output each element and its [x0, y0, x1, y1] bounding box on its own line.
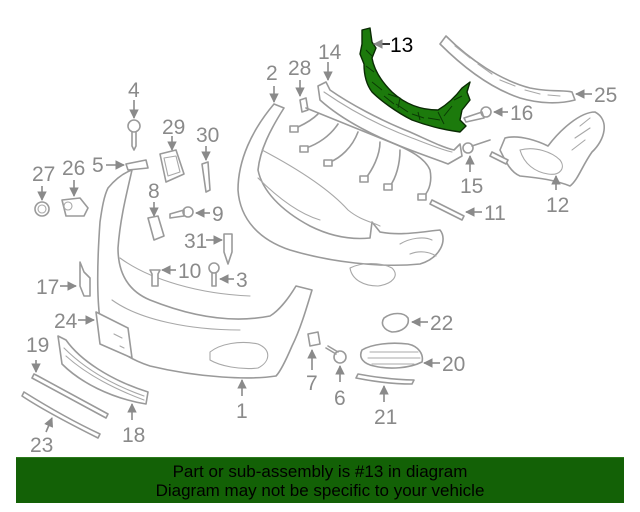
- callout-11[interactable]: 11: [465, 202, 506, 225]
- part-7-clip-nut[interactable]: [307, 331, 321, 347]
- part-15-rivet[interactable]: [462, 139, 491, 154]
- callout-7[interactable]: 7: [306, 349, 318, 395]
- callout-27[interactable]: 27: [32, 163, 55, 201]
- callout-label: 14: [318, 41, 342, 64]
- callout-29[interactable]: 29: [162, 116, 185, 151]
- part-26-sensor[interactable]: [61, 197, 89, 217]
- callout-label: 10: [178, 260, 201, 283]
- part-28-wiring-harness[interactable]: [289, 97, 432, 201]
- callout-label: 15: [460, 175, 483, 198]
- callout-label: 28: [288, 57, 311, 80]
- banner-line-part-number: Part or sub-assembly is #13 in diagram: [172, 461, 468, 481]
- callout-label: 1: [236, 400, 248, 423]
- part-16-bolt[interactable]: [463, 106, 492, 123]
- callout-25[interactable]: 25: [575, 84, 617, 107]
- callout-2[interactable]: 2: [266, 62, 279, 103]
- parts-diagram: 1 2 3 4 5 6 7 8 9 10 11 12: [21, 27, 617, 456]
- callout-label: 21: [374, 406, 397, 429]
- part-31-sensor[interactable]: [223, 233, 233, 265]
- part-23-lower-trim[interactable]: [21, 391, 101, 439]
- part-19-trim-strip[interactable]: [31, 373, 109, 419]
- callout-label: 30: [196, 124, 219, 147]
- part-25-upper-bracket[interactable]: [439, 35, 576, 104]
- callout-label: 8: [148, 180, 160, 203]
- callout-label: 17: [36, 276, 59, 299]
- callout-label: 19: [26, 334, 49, 357]
- callout-label: 31: [184, 230, 207, 253]
- callout-label: 25: [594, 84, 617, 107]
- part-13-highlighted-bracket[interactable]: [359, 27, 471, 133]
- callout-label: 7: [306, 372, 318, 395]
- part-21-trim[interactable]: [355, 373, 415, 385]
- callout-20[interactable]: 20: [423, 353, 465, 376]
- banner-line-disclaimer: Diagram may not be specific to your vehi…: [155, 480, 485, 500]
- callout-31[interactable]: 31: [184, 230, 223, 253]
- callout-13-highlighted[interactable]: 13: [373, 34, 413, 57]
- callout-9[interactable]: 9: [195, 203, 224, 226]
- callout-label: 11: [484, 202, 506, 225]
- callout-label: 9: [212, 203, 224, 226]
- part-20-fog-grille[interactable]: [359, 342, 424, 369]
- callout-16[interactable]: 16: [493, 102, 533, 125]
- callout-8[interactable]: 8: [148, 180, 160, 217]
- part-2-bumper-cover-upper[interactable]: [237, 103, 444, 266]
- part-3-bolt[interactable]: [208, 262, 220, 287]
- callout-21[interactable]: 21: [374, 385, 397, 429]
- callout-label: 26: [62, 157, 85, 180]
- part-22-cover[interactable]: [381, 312, 410, 333]
- callout-18[interactable]: 18: [122, 403, 145, 447]
- callout-15[interactable]: 15: [460, 155, 483, 198]
- callout-1[interactable]: 1: [236, 379, 248, 423]
- callout-label: 24: [54, 310, 78, 333]
- callout-10[interactable]: 10: [161, 260, 201, 283]
- callout-label: 4: [128, 79, 140, 102]
- callout-4[interactable]: 4: [128, 79, 140, 119]
- part-17-bracket[interactable]: [79, 261, 91, 297]
- callout-3[interactable]: 3: [219, 269, 248, 292]
- part-12-side-bracket[interactable]: [489, 111, 605, 187]
- part-6-screw[interactable]: [325, 345, 347, 364]
- callout-23[interactable]: 23: [30, 417, 53, 456]
- part-29-module[interactable]: [159, 149, 185, 183]
- part-8-clip[interactable]: [147, 215, 165, 241]
- callout-label: 27: [32, 163, 55, 186]
- callout-19[interactable]: 19: [26, 334, 49, 373]
- callout-30[interactable]: 30: [196, 124, 219, 161]
- part-30-bracket-clip[interactable]: [201, 161, 211, 193]
- part-10-plug[interactable]: [149, 269, 161, 287]
- callout-14[interactable]: 14: [318, 41, 342, 81]
- callout-label: 13: [390, 34, 413, 57]
- callout-label: 5: [92, 154, 104, 177]
- callout-12[interactable]: 12: [546, 175, 569, 217]
- callout-17[interactable]: 17: [36, 276, 77, 299]
- callout-28[interactable]: 28: [288, 57, 311, 97]
- callout-label: 3: [236, 269, 248, 292]
- part-24-license-bracket[interactable]: [95, 311, 133, 359]
- callout-label: 16: [510, 102, 533, 125]
- part-info-banner: Part or sub-assembly is #13 in diagram D…: [16, 457, 624, 503]
- callout-label: 29: [162, 116, 185, 139]
- part-27-ring[interactable]: [34, 201, 50, 217]
- callout-label: 23: [30, 434, 53, 456]
- callout-label: 6: [334, 387, 346, 410]
- callout-5[interactable]: 5: [92, 154, 125, 177]
- callout-label: 2: [266, 62, 278, 85]
- callout-22[interactable]: 22: [411, 312, 453, 335]
- callout-24[interactable]: 24: [54, 310, 95, 333]
- part-5-clip-nut[interactable]: [125, 159, 149, 171]
- callout-label: 20: [442, 353, 465, 376]
- callout-label: 18: [122, 424, 145, 447]
- callout-label: 12: [546, 194, 569, 217]
- part-18-grille[interactable]: [57, 335, 149, 405]
- part-4-screw[interactable]: [127, 119, 141, 151]
- callout-label: 22: [430, 312, 453, 335]
- callout-6[interactable]: 6: [334, 365, 346, 410]
- part-9-bolt[interactable]: [169, 206, 194, 219]
- callout-26[interactable]: 26: [62, 157, 85, 197]
- part-11-trim-strip[interactable]: [429, 199, 465, 221]
- part-14-crossmember[interactable]: [317, 81, 463, 165]
